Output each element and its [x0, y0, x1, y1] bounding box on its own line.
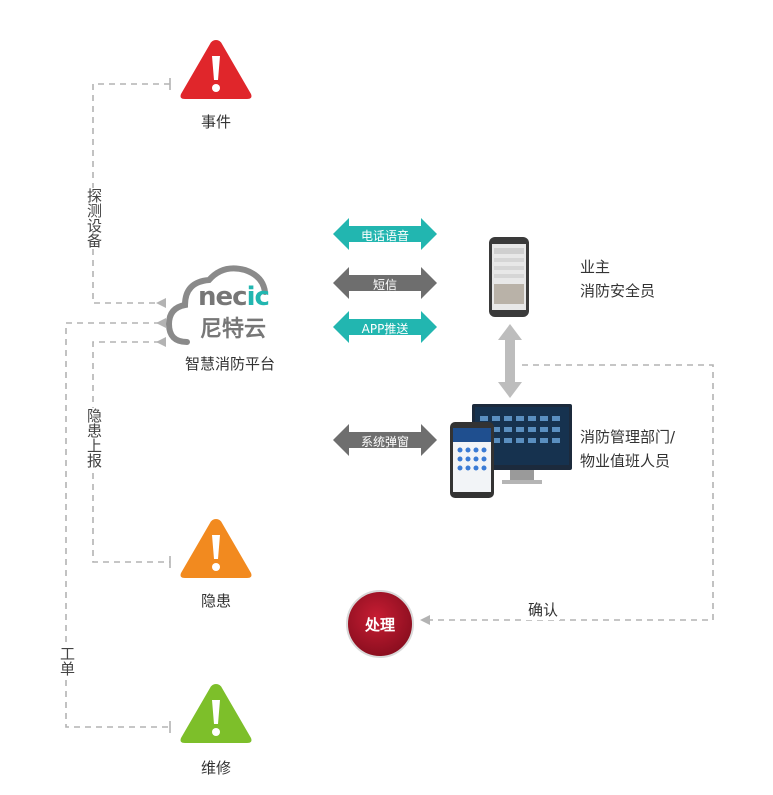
event-warning-icon [180, 40, 252, 99]
workorder-line [65, 322, 170, 728]
popup-channel-label: 系统弹窗 [360, 435, 409, 449]
event-label: 事件 [200, 113, 231, 131]
cloud-logo-icon [165, 265, 268, 345]
sms-channel-label: 短信 [372, 278, 397, 292]
workorder-label: 工单 [57, 646, 77, 676]
owner-label: 业主 消防安全员 [580, 258, 656, 300]
dept-label: 消防管理部门/ 物业值班人员 [580, 428, 676, 470]
sync-double-arrow [498, 324, 522, 398]
workorder-arrowhead [156, 318, 166, 328]
detect-label: 探测设备 [84, 188, 104, 248]
repair-warning-icon [180, 684, 252, 743]
desktop-monitor-icon [450, 404, 572, 498]
logo-cn-name: 尼特云 [200, 317, 267, 342]
confirm-line [430, 364, 714, 621]
popup-channel-arrow [333, 424, 437, 456]
repair-label: 维修 [200, 759, 231, 777]
platform-label: 智慧消防平台 [184, 355, 275, 373]
sms-channel-arrow [333, 267, 437, 299]
handle-label: 处理 [364, 616, 395, 634]
logo-wordmark: necic [198, 282, 270, 312]
detect-line [92, 83, 170, 304]
detect-arrowhead [156, 298, 166, 308]
app-channel-arrow [333, 311, 437, 343]
smartphone-icon [489, 237, 529, 317]
report-line [92, 341, 170, 563]
report-arrowhead [156, 337, 166, 347]
confirm-label: 确认 [526, 599, 561, 620]
handle-circle [346, 590, 414, 658]
hazard-warning-icon [180, 519, 252, 578]
phone-channel-arrow [333, 218, 437, 250]
hazard-label: 隐患 [200, 592, 231, 610]
phone-channel-label: 电话语音 [360, 229, 409, 243]
confirm-arrowhead [420, 615, 430, 625]
app-channel-label: APP推送 [361, 322, 409, 336]
report-label: 隐患上报 [84, 408, 104, 468]
